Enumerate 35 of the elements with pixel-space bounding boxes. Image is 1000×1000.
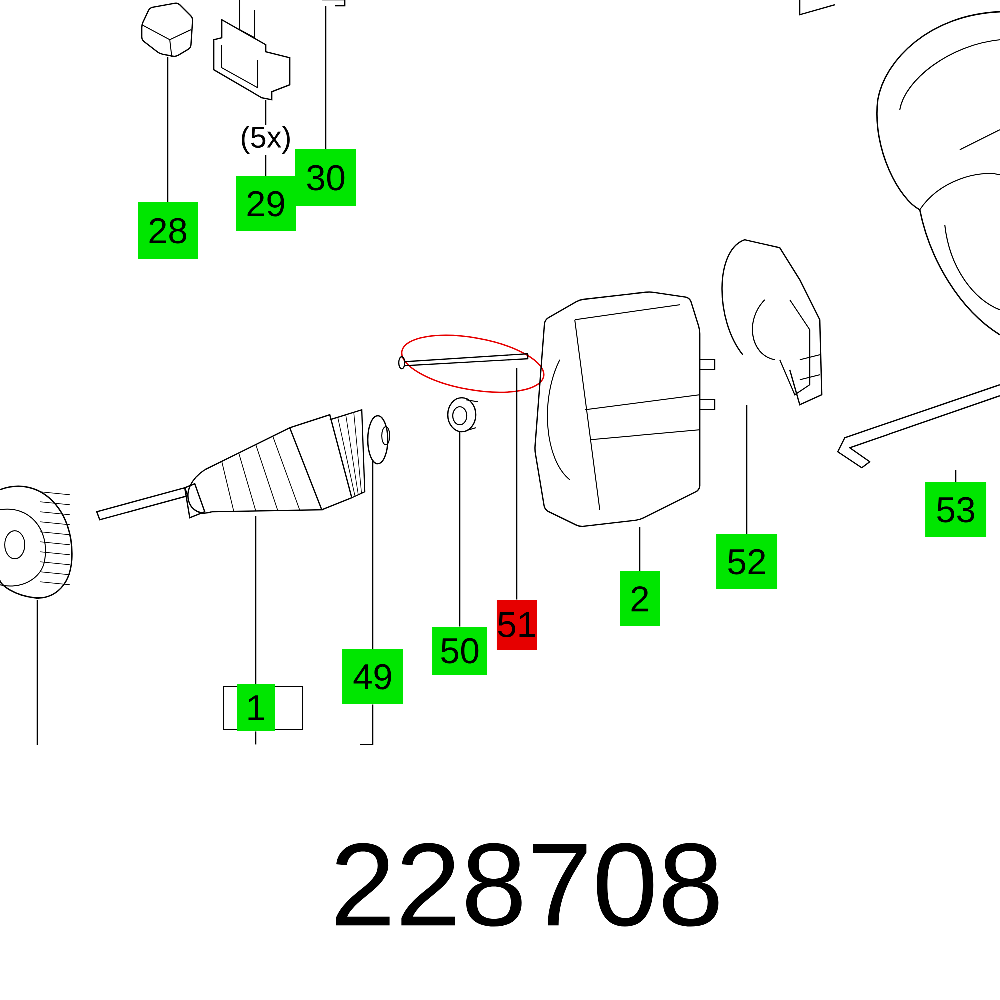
leader-line <box>360 704 374 746</box>
bearing-drawing <box>367 415 390 465</box>
callout-number: 1 <box>224 684 304 732</box>
leader-line <box>167 57 169 202</box>
callout-number: 52 <box>716 534 778 590</box>
leader-line <box>459 432 461 627</box>
pin-drawing <box>398 353 529 370</box>
callout-number: 2 <box>620 572 660 626</box>
edge-label: (5x) <box>239 125 293 155</box>
callout-number: 29 <box>236 176 296 232</box>
leader-line <box>255 732 257 745</box>
leader-line <box>325 6 327 150</box>
knob-drawing <box>141 2 194 58</box>
clip-drawing <box>213 0 291 101</box>
bracket-drawing <box>322 0 346 7</box>
leader-line <box>255 516 257 684</box>
leader-line <box>746 405 748 534</box>
callout-number: 49 <box>342 650 404 704</box>
stator-drawing <box>534 292 716 528</box>
hex-key-drawing <box>837 384 1000 469</box>
callout-number: 51 <box>497 600 538 650</box>
fan-drawing <box>0 486 73 599</box>
leader-line <box>516 368 518 600</box>
baffle-drawing <box>722 239 823 406</box>
armature-drawing <box>96 409 366 521</box>
leader-line <box>372 460 374 650</box>
leader-line <box>639 527 641 572</box>
callout-number: 30 <box>296 150 356 206</box>
callout-number: 28 <box>138 202 198 260</box>
leader-line <box>36 600 38 746</box>
callout-number: 53 <box>926 482 987 538</box>
callout-number: 50 <box>432 627 488 675</box>
bearing-drawing <box>447 397 478 433</box>
part-number: 228708 <box>336 843 719 927</box>
leader-line <box>955 470 957 482</box>
